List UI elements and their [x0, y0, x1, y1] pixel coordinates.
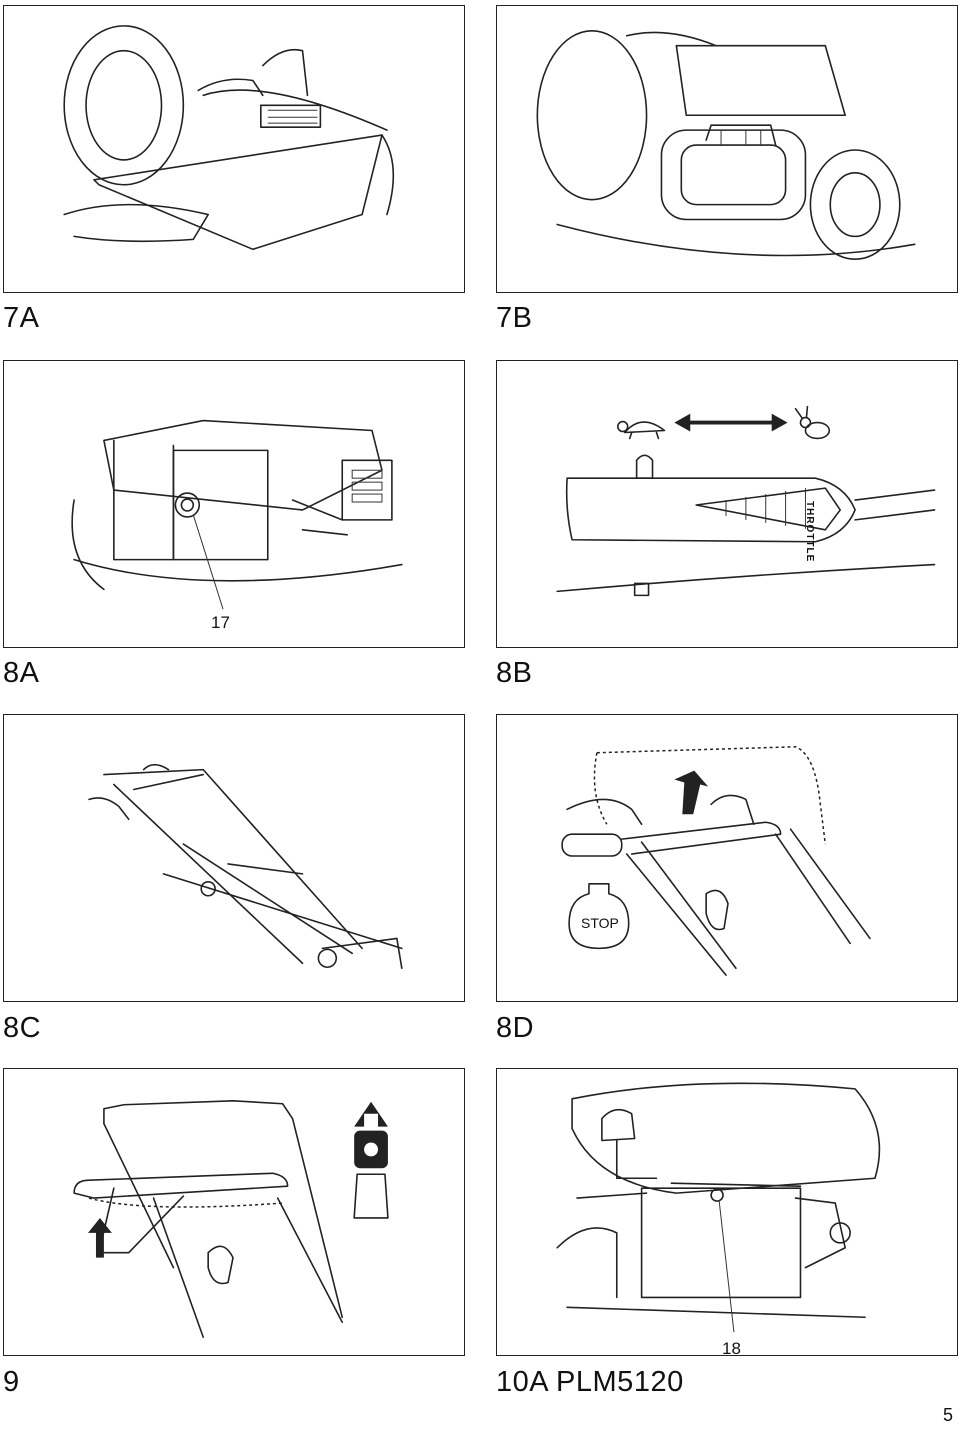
figure-7b-caption: 7B	[496, 302, 533, 334]
figure-8d-panel: STOP	[496, 714, 958, 1002]
figure-8d-caption: 8D	[496, 1012, 535, 1044]
up-arrow-icon	[88, 1217, 112, 1258]
figure-9-illustration	[73, 1099, 389, 1338]
up-arrow-icon	[674, 770, 709, 815]
figure-8c-panel	[3, 714, 465, 1002]
figure-7b-panel	[496, 5, 958, 293]
figure-8c-caption: 8C	[3, 1012, 42, 1044]
figure-7b-illustration	[536, 30, 916, 261]
figure-9-panel	[3, 1068, 465, 1356]
figure-10a-panel: 18	[496, 1068, 958, 1356]
figure-8b-caption: 8B	[496, 657, 533, 689]
figure-10a-caption: 10A PLM5120	[496, 1366, 684, 1398]
figure-8b-illustration	[556, 405, 936, 597]
mower-direction-icon	[353, 1101, 389, 1219]
rabbit-icon	[794, 405, 831, 440]
page-number: 5	[943, 1405, 954, 1425]
figure-7a-illustration	[63, 25, 395, 251]
figure-8a-caption: 8A	[3, 657, 40, 689]
turtle-icon	[616, 420, 666, 440]
figure-10a-illustration	[556, 1082, 881, 1333]
callout-17: 17	[211, 613, 230, 632]
stop-label: STOP	[581, 915, 619, 931]
figure-7a-caption: 7A	[3, 302, 40, 334]
figure-8a-panel: 17	[3, 360, 465, 648]
figure-8a-illustration	[71, 419, 403, 610]
double-arrow-icon	[674, 413, 788, 432]
figure-7a-panel	[3, 5, 465, 293]
figure-9-caption: 9	[3, 1366, 20, 1398]
throttle-label: THROTTLE	[804, 501, 815, 563]
callout-18: 18	[722, 1339, 741, 1356]
stop-sign-icon	[568, 883, 630, 950]
figure-8b-panel: THROTTLE	[496, 360, 958, 648]
figure-8d-illustration	[561, 746, 871, 976]
figure-8c-illustration	[88, 763, 403, 970]
